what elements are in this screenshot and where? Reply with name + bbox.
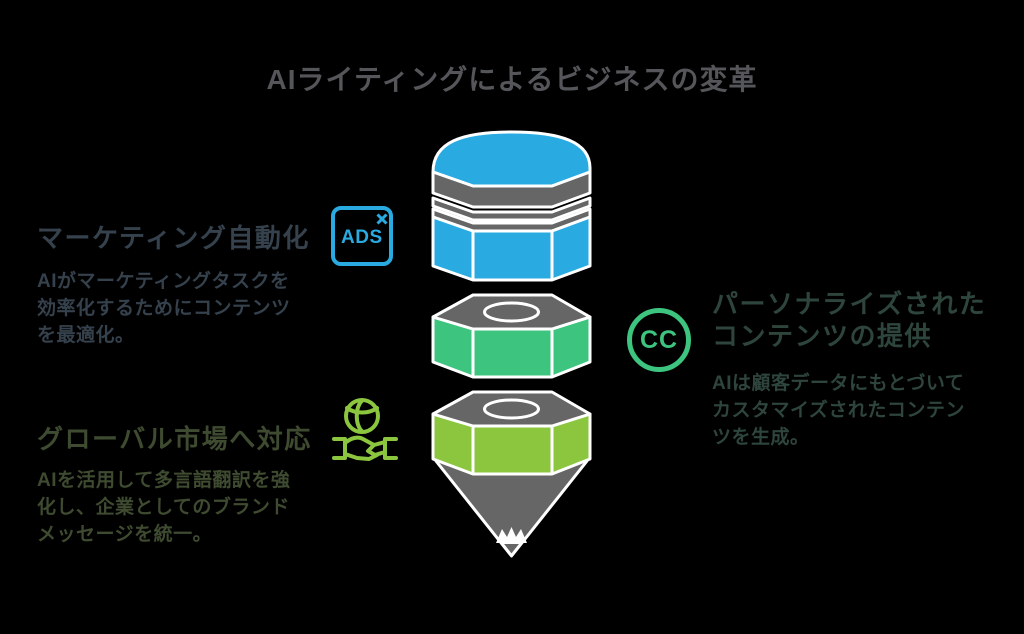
body-line: を最適化。 [37,325,135,346]
ads-icon-label: ADS [341,227,383,248]
x-mark-icon [376,213,388,225]
heading-line: コンテンツの提供 [712,321,933,351]
page-title: AIライティングによるビジネスの変革 [266,64,758,95]
body-line: 化し、企業としてのブランド [37,497,290,518]
marketing-section-body: AIがマーケティングタスクを 効率化するためにコンテンツ を最適化。 [37,268,291,349]
body-line: AIは顧客データにもとづいて [712,373,965,394]
global-section-body: AIを活用して多言語翻訳を強 化し、企業としてのブランド メッセージを統一。 [37,467,290,548]
personalized-section-heading: パーソナライズされた コンテンツの提供 [712,288,986,352]
body-line: ツを生成。 [712,427,810,448]
global-section-heading: グローバル市場へ対応 [37,424,312,454]
ads-box-icon: ADS [331,206,393,266]
body-line: 効率化するためにコンテンツ [37,298,291,319]
body-line: メッセージを統一。 [37,524,213,545]
exploded-pencil-illustration [431,130,592,558]
body-line: AIがマーケティングタスクを [37,271,290,292]
cc-icon-label: CC [639,325,679,354]
body-line: カスタマイズされたコンテン [712,400,965,421]
cc-circle-icon: CC [627,308,691,372]
marketing-section-heading: マーケティング自動化 [37,223,310,253]
heading-line: パーソナライズされた [712,289,987,319]
pencil-tip-segment [431,390,592,558]
body-line: AIを活用して多言語翻訳を強 [37,470,291,491]
pencil-middle-segment [431,293,592,379]
personalized-section-body: AIは顧客データにもとづいて カスタマイズされたコンテン ツを生成。 [712,370,965,451]
globe-handshake-icon [332,398,398,461]
pencil-eraser-segment [431,130,592,282]
